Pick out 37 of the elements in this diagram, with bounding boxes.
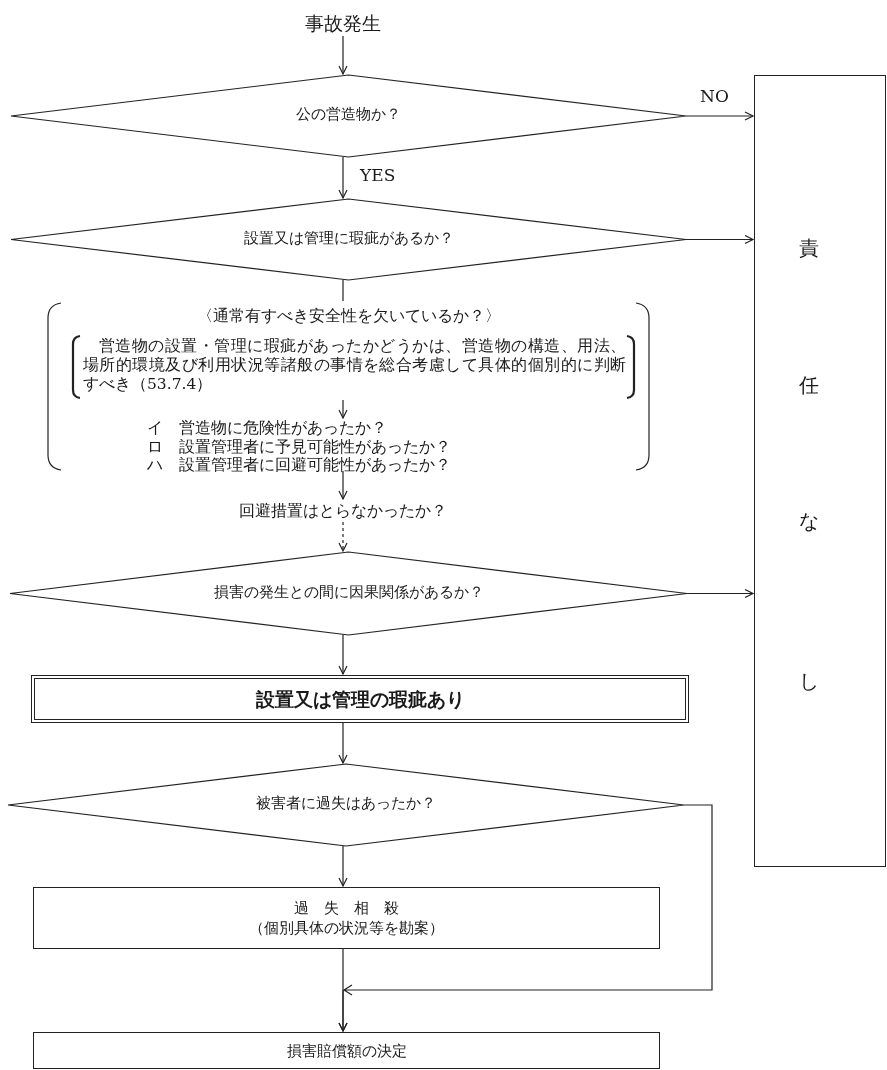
process-box bbox=[33, 887, 660, 949]
decision-diamond bbox=[8, 764, 684, 846]
arrow bbox=[338, 722, 348, 764]
arrow bbox=[338, 399, 348, 419]
list-item: ロ 設置管理者に予見可能性があったか？ bbox=[147, 437, 451, 456]
arrow bbox=[338, 521, 348, 552]
box-title: 過 失 相 殺 bbox=[293, 898, 400, 918]
bracketed-block bbox=[47, 302, 650, 471]
question-text: 回避措置はとらなかったか？ bbox=[203, 500, 483, 522]
decision-diamond bbox=[11, 199, 686, 280]
question-text: 被害者に過失はあったか？ bbox=[255, 794, 437, 813]
heading-text: 〈通常有すべき安全性を欠いているか？〉 bbox=[195, 306, 502, 327]
arrow bbox=[338, 35, 348, 75]
box-title: 損害賠償額の決定 bbox=[285, 1040, 408, 1061]
paragraph: 営造物の設置・管理に瑕疵があったかどうかは、営造物の構造、用法、場所的環境及び利用状況等諸般の事情を総合考慮して具体的個別的に判断すべき（53.7.4） bbox=[83, 337, 626, 394]
list-item: イ 営造物に危険性があったか？ bbox=[147, 419, 387, 437]
result-text: 責任なし bbox=[797, 222, 821, 820]
question-text: 設置又は管理に瑕疵があるか？ bbox=[242, 228, 455, 248]
arrow bbox=[338, 634, 348, 675]
question-text: 公の営造物か？ bbox=[295, 105, 402, 124]
box-note: （個別具体の状況等を勘案） bbox=[248, 918, 445, 938]
start-text: 事故発生 bbox=[283, 10, 403, 36]
process-box bbox=[33, 1032, 660, 1069]
arrow bbox=[338, 470, 348, 500]
arrow bbox=[338, 156, 348, 199]
list-item: ハ 設置管理者に回避可能性があったか？ bbox=[147, 456, 451, 474]
arrow bbox=[686, 588, 754, 599]
decision-diamond bbox=[10, 552, 687, 635]
conclusion-box bbox=[31, 675, 689, 723]
question-text: 損害の発生との間に因果関係があるか？ bbox=[212, 582, 485, 602]
decision-diamond bbox=[11, 75, 686, 157]
arrow bbox=[685, 111, 754, 121]
arrow bbox=[685, 234, 754, 245]
arrow bbox=[338, 845, 348, 887]
box-title: 設置又は管理の瑕疵あり bbox=[254, 689, 466, 709]
arrow bbox=[338, 804, 713, 1032]
result-box bbox=[754, 75, 886, 867]
